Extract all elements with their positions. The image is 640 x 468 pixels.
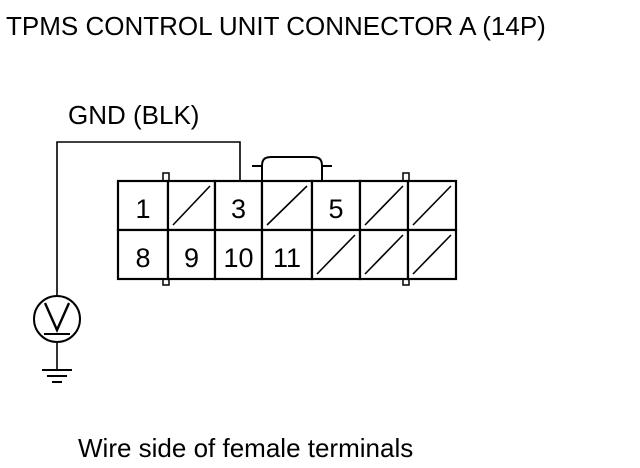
terminal-number: 9 (184, 243, 199, 273)
terminal-number: 11 (273, 243, 301, 273)
probe-wire (56, 141, 241, 296)
terminal-number: 8 (135, 243, 150, 273)
ground-symbol-icon (42, 342, 72, 383)
connector-body: 1 3 5 8 9 10 11 (116, 179, 458, 281)
unused-cavity-slash (412, 234, 452, 275)
unused-cavity-slash (316, 234, 356, 275)
connector-cavity (260, 228, 314, 281)
connector-clip (162, 172, 170, 182)
diagram-title: TPMS CONTROL UNIT CONNECTOR A (14P) (6, 11, 546, 41)
terminal-number: 3 (231, 194, 246, 224)
unused-cavity-slash (172, 185, 211, 226)
connector-cavity (116, 228, 170, 281)
terminal-number: 5 (328, 194, 343, 224)
unused-cavity-slash (364, 234, 404, 275)
probe-label: GND (BLK) (68, 100, 199, 130)
voltmeter-icon (33, 295, 81, 343)
unused-cavity-slash (266, 185, 308, 226)
connector-clip (402, 172, 410, 182)
diagram-caption: Wire side of female terminals (78, 433, 413, 463)
terminal-number: 1 (135, 194, 150, 224)
unused-cavity-slash (412, 185, 452, 226)
unused-cavity-slash (364, 185, 404, 226)
connector-cavity (213, 228, 264, 281)
terminal-number: 10 (223, 243, 253, 273)
connector-lock-tab (261, 156, 323, 180)
